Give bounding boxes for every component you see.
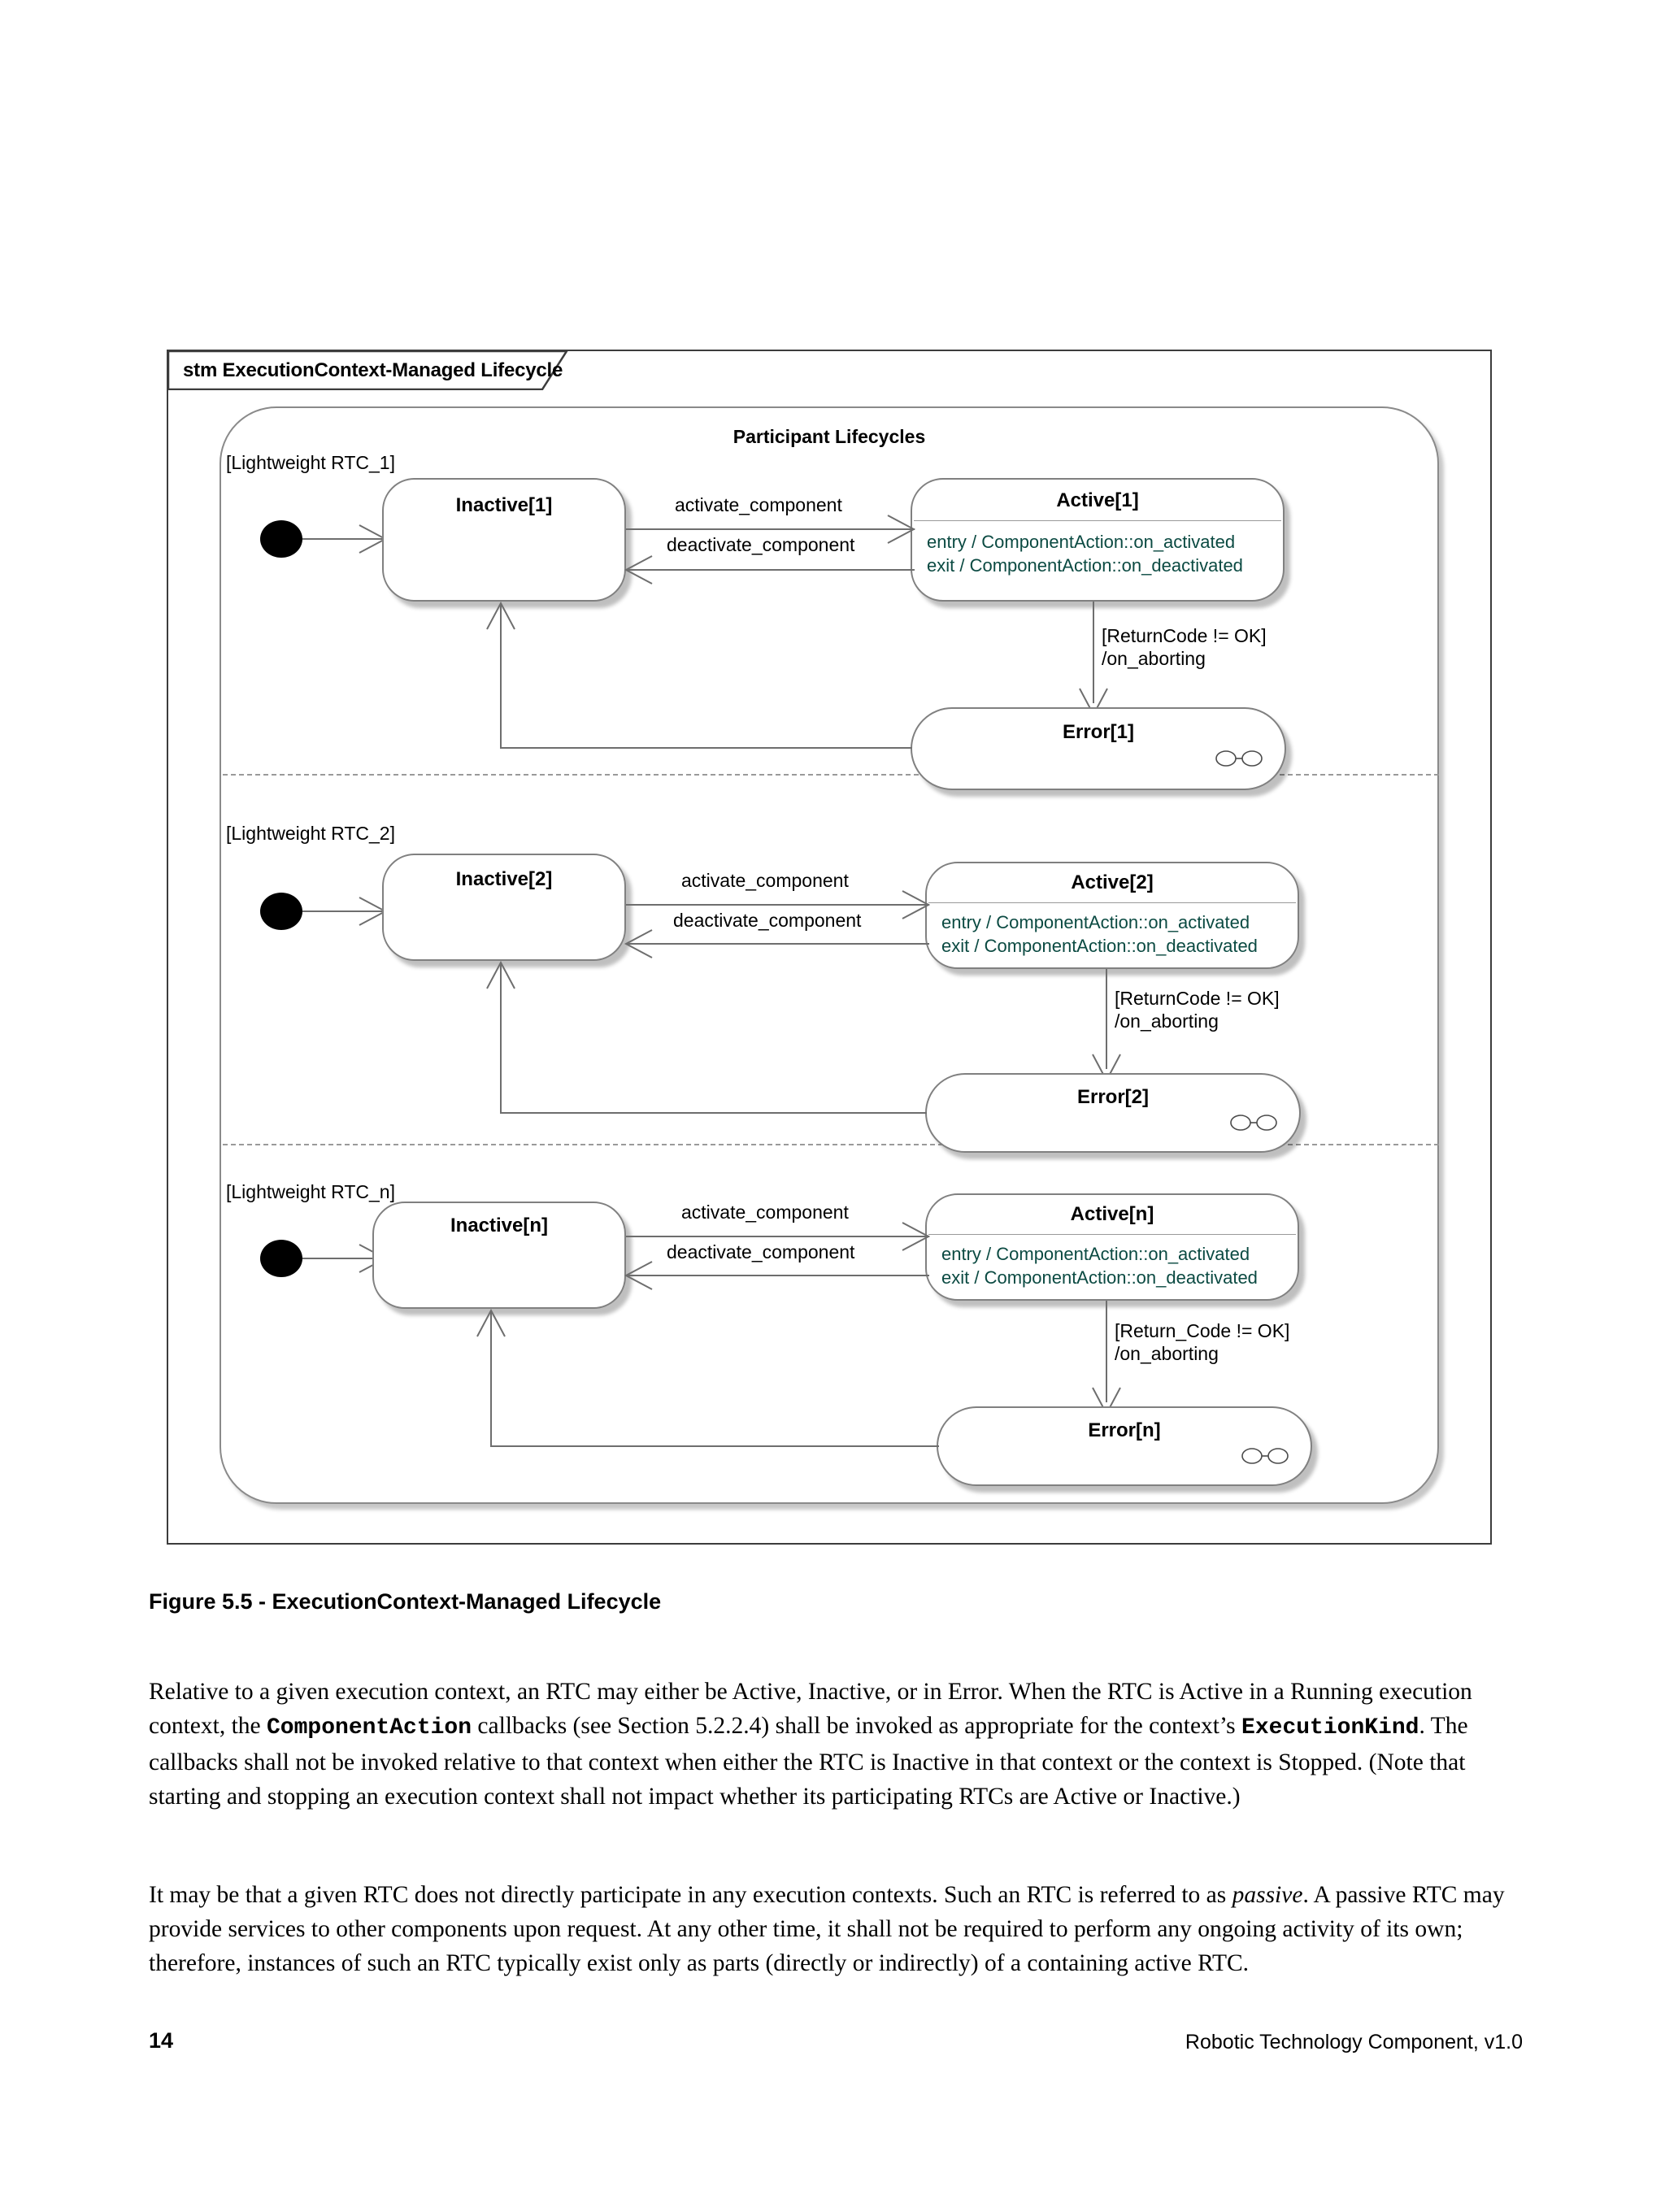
arrowhead-activate-1 (887, 515, 916, 544)
paragraph-1: Relative to a given execution context, a… (149, 1675, 1523, 1814)
edge-label-abort-guard-1: [ReturnCode != OK] (1102, 625, 1267, 646)
arrowhead-deactivate-n (624, 1261, 653, 1290)
edge-initial-to-inactive-n (302, 1258, 382, 1259)
edge-activate-n (626, 1236, 929, 1237)
composite-state-icon-1 (1215, 750, 1263, 767)
edge-label-abort-effect-2: /on_aborting (1115, 1010, 1219, 1032)
initial-state-2 (260, 893, 302, 930)
figure-caption: Figure 5.5 - ExecutionContext-Managed Li… (149, 1589, 662, 1614)
initial-state-n (260, 1240, 302, 1277)
paragraph-1-code-componentaction: ComponentAction (267, 1714, 472, 1740)
edge-initial-to-inactive-2 (302, 910, 382, 912)
arrowhead-activate-2 (902, 890, 931, 919)
arrowhead-error-return-1 (486, 601, 515, 630)
edge-label-abort-effect-1: /on_aborting (1102, 648, 1206, 669)
state-error-2[interactable]: Error[2] (925, 1073, 1301, 1153)
region-separator-2 (223, 1144, 1439, 1145)
edge-label-activate-1: activate_component (675, 494, 842, 515)
state-active-n-entry: entry / ComponentAction::on_activated (941, 1244, 1250, 1264)
state-active-1[interactable]: Active[1] entry / ComponentAction::on_ac… (911, 478, 1285, 602)
state-active-2[interactable]: Active[2] entry / ComponentAction::on_ac… (925, 862, 1299, 969)
paragraph-2-part-b: . A passive RTC may provide services to … (149, 1881, 1505, 1976)
arrowhead-error-return-2 (486, 960, 515, 989)
edge-abort-1 (1093, 602, 1094, 703)
edge-activate-1 (626, 528, 915, 530)
composite-state-icon-2 (1230, 1115, 1277, 1131)
initial-state-1 (260, 520, 302, 558)
edge-error-return-1-h (500, 747, 912, 749)
state-error-2-label: Error[2] (1076, 1086, 1150, 1108)
edge-error-return-2-v (500, 963, 502, 1113)
region-label-rtc-2: [Lightweight RTC_2] (226, 823, 395, 844)
state-active-1-exit: exit / ComponentAction::on_deactivated (927, 555, 1243, 576)
state-inactive-2-label: Inactive[2] (455, 868, 553, 890)
region-label-rtc-n: [Lightweight RTC_n] (226, 1181, 395, 1202)
edge-label-abort-guard-n: [Return_Code != OK] (1115, 1320, 1290, 1341)
state-active-2-divider (928, 902, 1296, 903)
frame-header-label: stm ExecutionContext-Managed Lifecycle (183, 359, 563, 381)
state-active-2-exit: exit / ComponentAction::on_deactivated (941, 936, 1258, 956)
state-active-n[interactable]: Active[n] entry / ComponentAction::on_ac… (925, 1193, 1299, 1301)
edge-label-deactivate-2: deactivate_component (673, 910, 862, 931)
state-error-1[interactable]: Error[1] (911, 707, 1286, 790)
state-active-n-exit: exit / ComponentAction::on_deactivated (941, 1267, 1258, 1288)
footer-document-title: Robotic Technology Component, v1.0 (1185, 2031, 1523, 2053)
paragraph-1-code-executionkind: ExecutionKind (1241, 1714, 1419, 1740)
frame-header-tab: stm ExecutionContext-Managed Lifecycle (168, 351, 568, 390)
arrowhead-error-return-n (476, 1308, 506, 1337)
edge-label-activate-2: activate_component (681, 870, 849, 891)
state-inactive-1[interactable]: Inactive[1] (382, 478, 626, 602)
edge-initial-to-inactive-1 (302, 538, 382, 540)
state-active-1-label: Active[1] (1056, 489, 1139, 511)
edge-label-activate-n: activate_component (681, 1202, 849, 1223)
composite-state-icon-n (1241, 1448, 1289, 1464)
paragraph-2-emphasis-passive: passive (1232, 1881, 1303, 1908)
state-inactive-n-label: Inactive[n] (450, 1215, 549, 1236)
arrowhead-deactivate-1 (624, 555, 653, 585)
edge-label-deactivate-1: deactivate_component (667, 534, 855, 555)
state-inactive-2[interactable]: Inactive[2] (382, 854, 626, 961)
arrowhead-deactivate-2 (624, 929, 653, 958)
state-active-n-label: Active[n] (1070, 1203, 1154, 1225)
frame-tab-shape (168, 351, 568, 390)
edge-deactivate-n (626, 1275, 929, 1276)
edge-error-return-1-v (500, 603, 502, 748)
state-active-1-divider (914, 520, 1281, 521)
edge-label-abort-guard-2: [ReturnCode != OK] (1115, 988, 1280, 1009)
region-separator-1 (223, 774, 1439, 776)
edge-error-return-2-h (500, 1112, 927, 1114)
state-error-n-label: Error[n] (1088, 1419, 1161, 1441)
edge-activate-2 (626, 904, 929, 906)
composite-state-title: Participant Lifecycles (733, 426, 926, 447)
state-active-1-entry: entry / ComponentAction::on_activated (927, 532, 1236, 552)
paragraph-1-part-b: callbacks (see Section 5.2.2.4) shall be… (472, 1712, 1242, 1739)
edge-error-return-n-v (490, 1310, 492, 1446)
edge-deactivate-2 (626, 943, 929, 945)
edge-error-return-n-h (490, 1445, 939, 1447)
state-inactive-1-label: Inactive[1] (455, 494, 553, 516)
edge-deactivate-1 (626, 569, 915, 571)
state-error-n[interactable]: Error[n] (937, 1406, 1312, 1486)
edge-abort-2 (1106, 969, 1107, 1069)
region-label-rtc-1: [Lightweight RTC_1] (226, 452, 395, 473)
paragraph-2: It may be that a given RTC does not dire… (149, 1878, 1523, 1980)
arrowhead-activate-n (902, 1222, 931, 1251)
edge-label-deactivate-n: deactivate_component (667, 1241, 855, 1262)
edge-abort-n (1106, 1301, 1107, 1402)
paragraph-1-part-c: . The callbacks shall not be invoked rel… (149, 1712, 1468, 1810)
state-inactive-n[interactable]: Inactive[n] (372, 1202, 626, 1309)
state-active-2-entry: entry / ComponentAction::on_activated (941, 912, 1250, 932)
footer-page-number: 14 (149, 2028, 174, 2053)
paragraph-2-part-a: It may be that a given RTC does not dire… (149, 1881, 1232, 1908)
state-error-1-label: Error[1] (1062, 721, 1135, 743)
state-active-n-divider (928, 1234, 1296, 1235)
edge-label-abort-effect-n: /on_aborting (1115, 1343, 1219, 1364)
state-active-2-label: Active[2] (1071, 871, 1154, 893)
paragraph-1-part-a: Relative to a given execution context, a… (149, 1678, 1472, 1739)
